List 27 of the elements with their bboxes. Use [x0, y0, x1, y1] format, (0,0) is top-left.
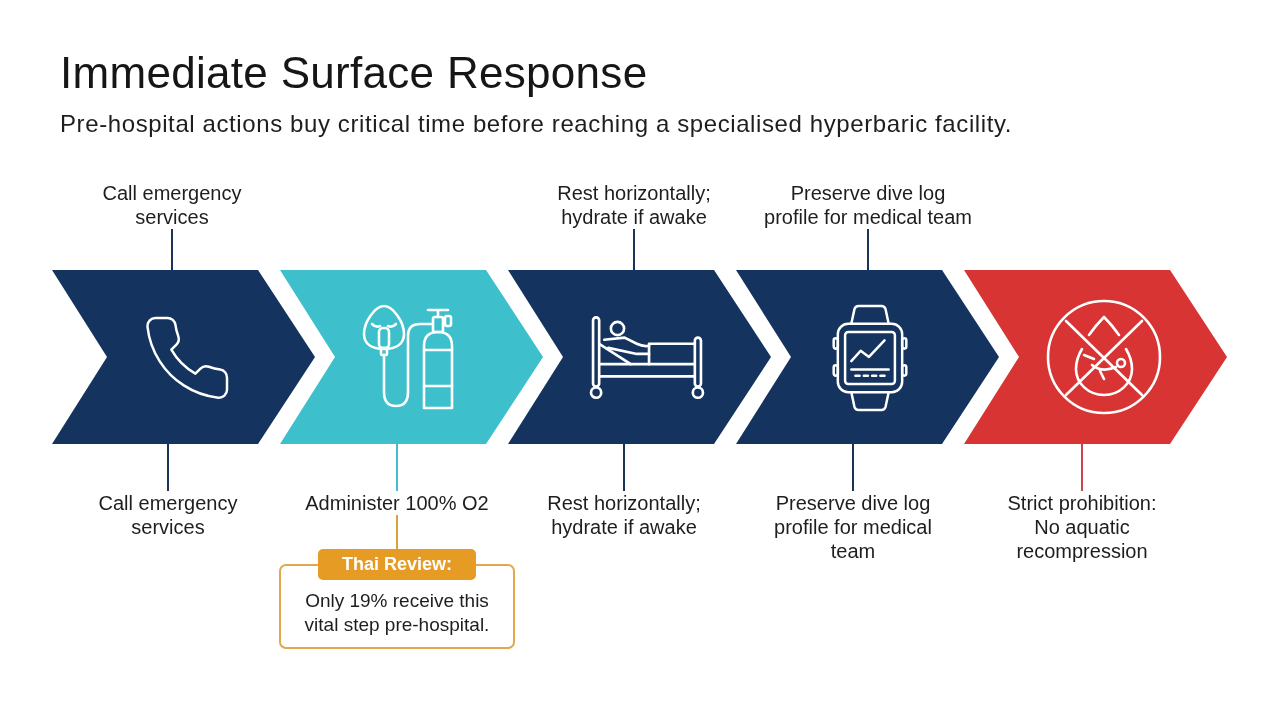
leader-line	[852, 443, 854, 492]
step-caption: Rest horizontally; hydrate if awake	[531, 491, 717, 539]
chevron-step	[280, 270, 543, 444]
leader-line	[633, 228, 635, 271]
leader-line	[1081, 443, 1083, 492]
leader-line	[171, 228, 173, 271]
title: Immediate Surface Response	[60, 47, 648, 99]
leader-line	[396, 443, 398, 492]
leader-line	[167, 443, 169, 492]
leader-line	[867, 228, 869, 271]
step-caption: Rest horizontally; hydrate if awake	[541, 181, 727, 229]
chevron-step	[964, 270, 1227, 444]
chevron-step	[508, 270, 771, 444]
step-caption: Strict prohibition: No aquatic recompression	[997, 491, 1167, 563]
callout-text: Only 19% receive this vital step pre-hospital.	[303, 589, 491, 637]
callout-box	[279, 549, 515, 649]
leader-line	[623, 443, 625, 492]
step-caption: Call emergency services	[80, 491, 256, 539]
chevron-step	[52, 270, 315, 444]
leader-line	[396, 514, 398, 550]
step-caption: Administer 100% O2	[287, 491, 507, 515]
callout-heading: Thai Review:	[318, 549, 476, 580]
step-caption: Call emergency services	[84, 181, 260, 229]
subtitle: Pre-hospital actions buy critical time before reaching a specialised hyperbaric facility.	[60, 110, 1013, 138]
step-caption: Preserve dive log profile for medical team	[765, 491, 941, 563]
step-caption: Preserve dive log profile for medical team	[762, 181, 974, 229]
chevron-step	[736, 270, 999, 444]
